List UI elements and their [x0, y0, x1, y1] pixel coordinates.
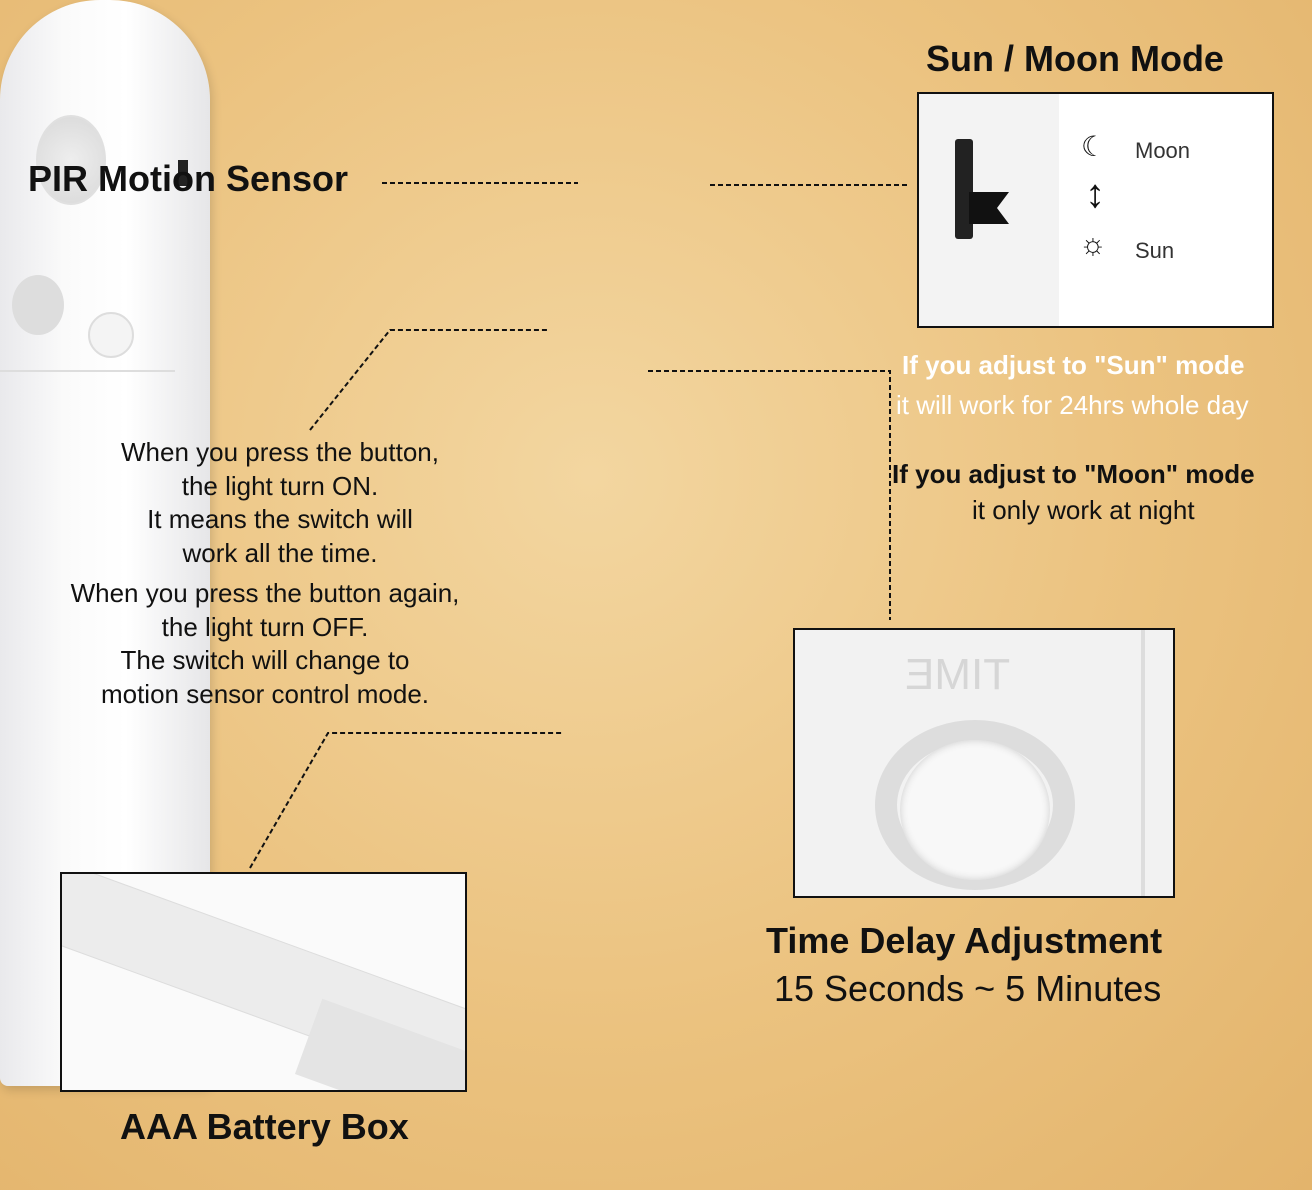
time-dial-knob — [900, 740, 1050, 880]
text-line: When you press the button again, — [70, 578, 460, 608]
text-line: the light turn ON. — [181, 470, 379, 501]
time-delay-inset: TIME — [793, 628, 1175, 898]
text-line: The switch will change to — [120, 645, 410, 675]
sun-moon-inset: ☾ ↕ ☼ Moon Sun — [917, 92, 1274, 328]
battery-callout-line — [249, 732, 562, 869]
slide-switch — [955, 139, 973, 239]
power-button — [12, 275, 64, 335]
sun-mode-title: If you adjust to "Sun" mode — [902, 350, 1245, 380]
button-off-description: When you press the button again, the lig… — [5, 577, 525, 711]
sun-mode-desc: it will work for 24hrs whole day — [896, 390, 1249, 420]
battery-box-title: AAA Battery Box — [120, 1106, 409, 1147]
moon-mode-title: If you adjust to "Moon" mode — [892, 459, 1255, 489]
sun-label: Sun — [1135, 238, 1175, 263]
button-on-description: When you press the button, the light tur… — [20, 436, 540, 570]
sun-moon-title: Sun / Moon Mode — [926, 38, 1224, 79]
time-dial — [88, 312, 134, 358]
battery-box-inset — [60, 872, 467, 1092]
text-line: When you press the button, — [121, 437, 439, 467]
time-dial-label: TIME — [905, 650, 1011, 699]
time-callout-line — [648, 370, 891, 620]
text-line: It means the switch will — [147, 504, 413, 534]
sun-moon-switch — [178, 160, 188, 186]
moon-icon: ☾ — [1081, 131, 1107, 162]
button-callout-line — [309, 329, 548, 431]
text-line: work all the time. — [182, 537, 378, 568]
pir-sensor-lens — [36, 115, 106, 205]
up-down-arrow-icon: ↕ — [1085, 172, 1105, 216]
time-delay-range: 15 Seconds ~ 5 Minutes — [774, 968, 1162, 1009]
time-delay-title: Time Delay Adjustment — [766, 920, 1163, 961]
text-line: the light turn OFF. — [161, 611, 369, 642]
battery-cover-seam — [0, 370, 175, 372]
pir-label: PIR Motion Sensor — [28, 158, 349, 199]
text-line: motion sensor control mode. — [100, 678, 430, 709]
moon-mode-desc: it only work at night — [972, 495, 1195, 525]
sun-icon: ☼ — [1079, 228, 1107, 261]
moon-label: Moon — [1135, 138, 1191, 163]
